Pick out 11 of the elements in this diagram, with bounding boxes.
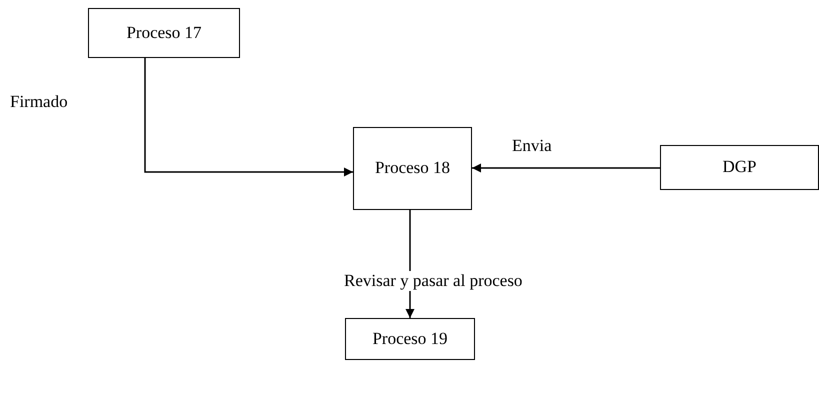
process-box bbox=[660, 145, 819, 190]
node-label: Proceso 19 bbox=[372, 328, 448, 350]
process-box bbox=[345, 318, 475, 360]
node-label: Proceso 17 bbox=[126, 22, 202, 44]
node-label: Proceso 18 bbox=[374, 157, 450, 180]
node-label: DGP bbox=[722, 156, 756, 178]
process-box bbox=[353, 127, 472, 210]
edge-label: Revisar y pasar al proceso bbox=[342, 271, 524, 291]
process-box bbox=[88, 8, 240, 58]
arrow bbox=[144, 58, 353, 176]
arrow bbox=[472, 164, 660, 172]
